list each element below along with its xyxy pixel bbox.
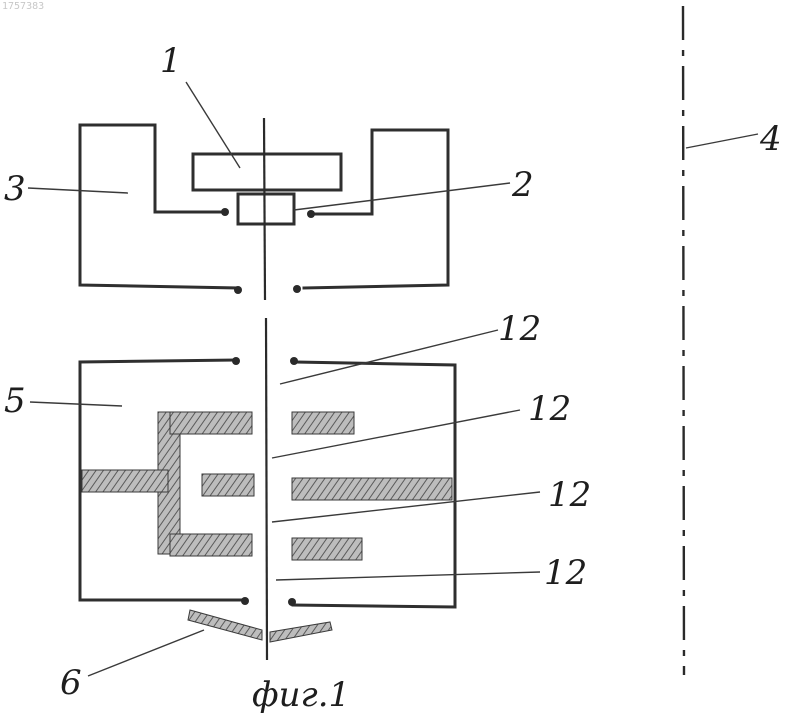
label-2: 2 (511, 165, 534, 205)
label-12d: 12 (544, 553, 587, 593)
label-6: 6 (60, 663, 82, 703)
label-3: 3 (4, 169, 26, 209)
leader-12a (280, 330, 498, 384)
label-1: 1 (160, 41, 182, 81)
central-axis-lower (266, 318, 267, 660)
dash-dot-line-4 (683, 6, 684, 675)
leader-5 (30, 402, 122, 406)
leader-12d (276, 572, 540, 580)
leader-2 (294, 183, 510, 210)
figure-caption: фиг.1 (252, 675, 350, 715)
leader-6 (88, 630, 204, 676)
central-axis-upper (264, 118, 265, 300)
element-6 (188, 610, 332, 642)
label-12c: 12 (548, 475, 591, 515)
component-2 (238, 194, 294, 224)
label-4: 4 (759, 119, 782, 159)
leader-4 (686, 134, 758, 148)
leader-3 (28, 188, 128, 193)
label-5: 5 (4, 381, 26, 421)
document-number: 1757383 (2, 1, 44, 12)
label-12b: 12 (528, 389, 571, 429)
component-1 (193, 154, 341, 190)
label-12a: 12 (498, 309, 541, 349)
